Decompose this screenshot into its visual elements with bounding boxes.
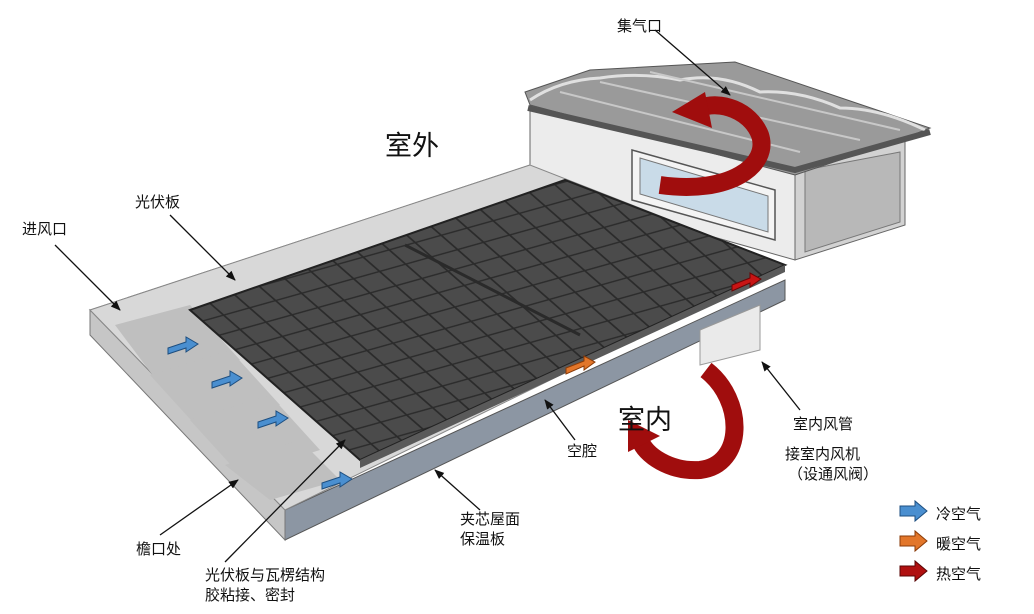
cold-air-legend-icon bbox=[899, 499, 928, 523]
hot-air-arrow-icon bbox=[898, 565, 926, 581]
cold-air-arrow-icon bbox=[898, 505, 926, 521]
air-collector-label: 集气口 bbox=[617, 17, 663, 35]
air-inlet-label: 进风口 bbox=[22, 220, 68, 238]
annex-tile-roof bbox=[524, 61, 932, 176]
warm-air-legend-icon bbox=[899, 529, 928, 553]
cavity-label: 空腔 bbox=[567, 442, 598, 460]
legend-item-warm: 暖空气 bbox=[898, 528, 1008, 558]
indoor-label: 室内 bbox=[618, 405, 672, 436]
eave-label: 檐口处 bbox=[136, 540, 182, 558]
legend-item-hot: 热空气 bbox=[898, 558, 1008, 588]
legend-item-cold: 冷空气 bbox=[898, 498, 1008, 528]
legend-icons bbox=[899, 499, 928, 583]
leader-lines bbox=[54, 29, 801, 563]
insulation-label-line2: 保温板 bbox=[460, 530, 506, 548]
warm-air-arrow-icon bbox=[898, 535, 926, 551]
pv-bond-label-line2: 胶粘接、密封 bbox=[205, 586, 296, 604]
fan-label-line1: 接室内风机 bbox=[785, 445, 861, 463]
insulation-label-line1: 夹芯屋面 bbox=[460, 510, 521, 528]
outdoor-label: 室外 bbox=[385, 131, 439, 162]
pv-bond-label-line1: 光伏板与瓦楞结构 bbox=[205, 566, 326, 584]
legend-label-warm: 暖空气 bbox=[936, 534, 982, 553]
legend: 冷空气 暖空气 热空气 bbox=[898, 498, 1008, 588]
cold-air-arrows bbox=[167, 336, 353, 490]
hot-air-legend-icon bbox=[899, 559, 928, 583]
indoor-curved-arrow bbox=[628, 362, 744, 480]
hot-air-arrow-small bbox=[731, 272, 762, 292]
fan-label-line2: （设通风阀） bbox=[788, 465, 879, 483]
warm-air-arrow bbox=[565, 355, 596, 375]
legend-label-cold: 冷空气 bbox=[936, 504, 982, 523]
legend-label-hot: 热空气 bbox=[936, 564, 982, 583]
outflow-curved-arrow bbox=[658, 92, 771, 196]
pv-panel-label: 光伏板 bbox=[135, 193, 181, 211]
indoor-duct-label: 室内风管 bbox=[793, 415, 854, 433]
